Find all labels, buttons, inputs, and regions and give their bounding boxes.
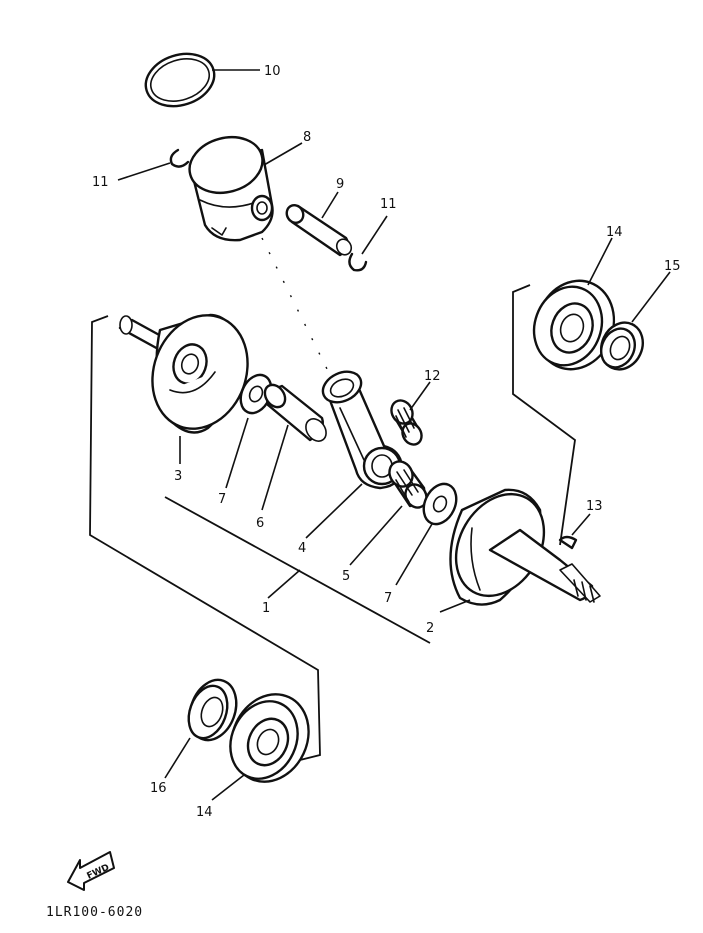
thrust-washer-right [422, 482, 458, 526]
piston [188, 136, 274, 242]
callout-15: 15 [664, 259, 681, 274]
drawing-code: 1LR100-6020 [46, 905, 143, 920]
callout-1: 1 [262, 601, 270, 616]
crank-bearing-bottom [229, 693, 310, 783]
callout-2: 2 [426, 621, 434, 636]
oil-seal-bottom [187, 678, 238, 742]
crank-web-left [118, 313, 249, 434]
circlip-left [169, 148, 190, 168]
callout-10: 10 [264, 64, 281, 79]
callout-12: 12 [424, 369, 441, 384]
callout-8: 8 [303, 130, 311, 145]
crank-pin [263, 383, 327, 442]
needle-bearing-big [388, 460, 428, 509]
crank-web-right [449, 488, 601, 606]
callout-11-left: 11 [92, 175, 109, 190]
callout-13: 13 [586, 499, 603, 514]
forward-arrow-icon: FWD [67, 851, 115, 891]
callout-16: 16 [150, 781, 167, 796]
callout-7-right: 7 [384, 591, 392, 606]
needle-bearing-small [390, 399, 423, 446]
callout-5: 5 [342, 569, 350, 584]
woodruff-key [558, 535, 578, 550]
callout-7-left: 7 [218, 492, 226, 507]
callout-3: 3 [174, 469, 182, 484]
crank-bearing-top [532, 279, 616, 371]
callout-14-top: 14 [606, 225, 623, 240]
callout-9: 9 [336, 177, 344, 192]
circlip-right [348, 252, 368, 272]
callout-4: 4 [298, 541, 306, 556]
piston-ring [144, 52, 216, 108]
oil-seal-top [600, 321, 644, 371]
callout-11-right: 11 [380, 197, 397, 212]
callout-14-bottom: 14 [196, 805, 213, 820]
callout-6: 6 [256, 516, 264, 531]
piston-pin [285, 204, 353, 257]
